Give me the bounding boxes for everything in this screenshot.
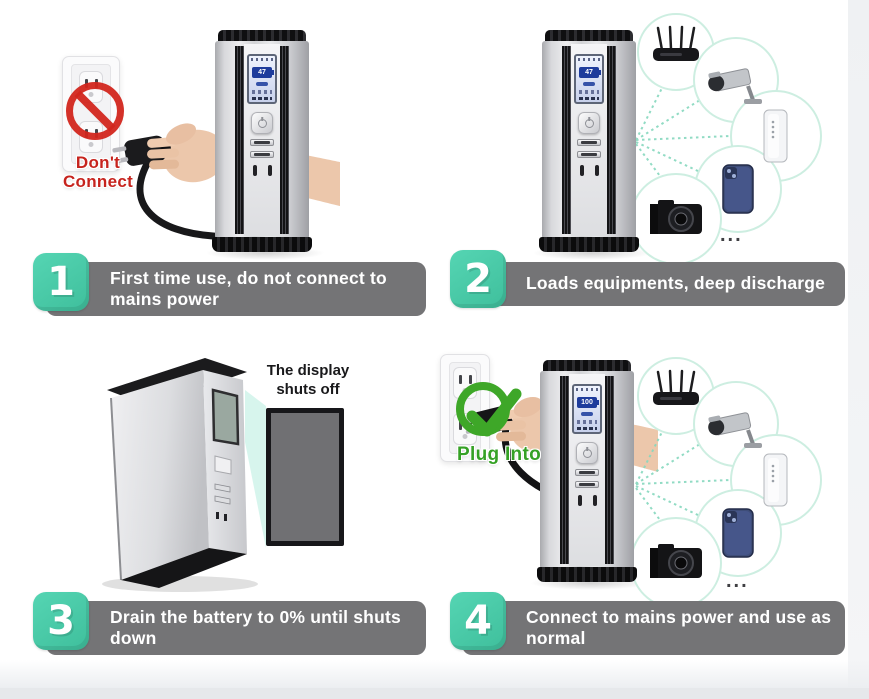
power-station: 47 bbox=[212, 30, 312, 252]
digital-camera-icon bbox=[650, 200, 702, 234]
dc-port bbox=[594, 165, 599, 176]
step2-number: 2 bbox=[450, 250, 506, 308]
usb-port bbox=[250, 139, 274, 146]
usb-port bbox=[577, 151, 601, 158]
action-label: Plug Into bbox=[457, 444, 541, 465]
smartphone-icon bbox=[722, 508, 754, 558]
dc-port bbox=[267, 165, 272, 176]
dc-port bbox=[216, 512, 219, 519]
power-icon bbox=[257, 118, 267, 128]
warning-label: Don't Connect bbox=[62, 153, 134, 191]
device-base bbox=[537, 567, 637, 582]
wifi-router-icon bbox=[653, 369, 699, 405]
power-station-angled bbox=[102, 358, 266, 592]
usb-port bbox=[214, 495, 231, 505]
battery-icon: 100 bbox=[577, 397, 599, 408]
usb-port bbox=[250, 151, 274, 158]
device-base bbox=[212, 237, 312, 252]
device-front-face bbox=[111, 370, 209, 580]
dc-port bbox=[577, 495, 582, 506]
power-station: 100 bbox=[537, 360, 637, 582]
lcd-display: 100 bbox=[572, 384, 602, 434]
page-edge-right bbox=[848, 0, 869, 688]
step4-scene: Plug Into 100 bbox=[440, 332, 862, 662]
dc-port bbox=[252, 165, 257, 176]
thumb bbox=[166, 123, 196, 145]
connection-lines bbox=[635, 427, 731, 529]
lcd-display: 47 bbox=[574, 54, 604, 104]
connected-devices-cluster bbox=[630, 13, 822, 265]
page-edge-bottom bbox=[0, 688, 869, 699]
wifi-router-icon bbox=[653, 25, 699, 61]
device-base bbox=[121, 548, 247, 588]
lcd-display-off bbox=[211, 388, 240, 446]
network-modem-icon bbox=[763, 109, 788, 163]
usb-port bbox=[214, 483, 231, 493]
device-top-cap bbox=[218, 30, 306, 43]
power-button bbox=[251, 112, 273, 134]
usb-port bbox=[575, 481, 599, 488]
power-button bbox=[576, 442, 598, 464]
power-button bbox=[214, 455, 232, 475]
security-camera-icon bbox=[708, 412, 762, 448]
more-devices-ellipsis: ... bbox=[720, 224, 743, 246]
dc-port bbox=[224, 514, 227, 521]
power-icon bbox=[584, 118, 594, 128]
display-callout: The display shuts off bbox=[266, 362, 350, 398]
power-icon bbox=[582, 448, 592, 458]
connection-lines bbox=[635, 83, 731, 185]
step4-number: 4 bbox=[450, 592, 506, 650]
more-devices-ellipsis: ... bbox=[726, 570, 749, 592]
lcd-display: 47 bbox=[247, 54, 277, 104]
dc-port bbox=[579, 165, 584, 176]
display-off-zoom bbox=[266, 408, 344, 546]
network-modem-icon bbox=[763, 453, 788, 507]
power-button bbox=[578, 112, 600, 134]
usb-port bbox=[577, 139, 601, 146]
battery-icon: 47 bbox=[579, 67, 601, 78]
connected-devices-cluster bbox=[630, 357, 822, 609]
usb-port bbox=[575, 469, 599, 476]
digital-camera-icon bbox=[650, 544, 702, 578]
device-base bbox=[539, 237, 639, 252]
step2-scene: 47 bbox=[440, 8, 862, 330]
security-camera-icon bbox=[708, 68, 762, 104]
device-top-cap bbox=[543, 360, 631, 373]
zoom-beam bbox=[245, 390, 266, 548]
power-station: 47 bbox=[539, 30, 639, 252]
page-edge-fade bbox=[0, 660, 869, 688]
dc-port bbox=[592, 495, 597, 506]
prohibition-icon bbox=[66, 82, 124, 140]
battery-icon: 47 bbox=[252, 67, 274, 78]
step3-caption: Drain the battery to 0% until shuts down bbox=[46, 601, 426, 655]
step3-number: 3 bbox=[33, 592, 89, 650]
smartphone-icon bbox=[722, 164, 754, 214]
step1-caption: First time use, do not connect to mains … bbox=[46, 262, 426, 316]
step2-caption: Loads equipments, deep discharge bbox=[462, 262, 845, 306]
device-top-cap bbox=[545, 30, 633, 43]
step4-caption: Connect to mains power and use as normal bbox=[462, 601, 845, 655]
thumb bbox=[513, 396, 543, 418]
step1-scene: Don't Connect 47 bbox=[10, 8, 430, 330]
step3-scene: The display shuts off 3 Drain the batter… bbox=[10, 332, 430, 662]
step1-number: 1 bbox=[33, 253, 89, 311]
check-icon bbox=[466, 388, 522, 437]
approval-ring-icon bbox=[456, 382, 522, 437]
